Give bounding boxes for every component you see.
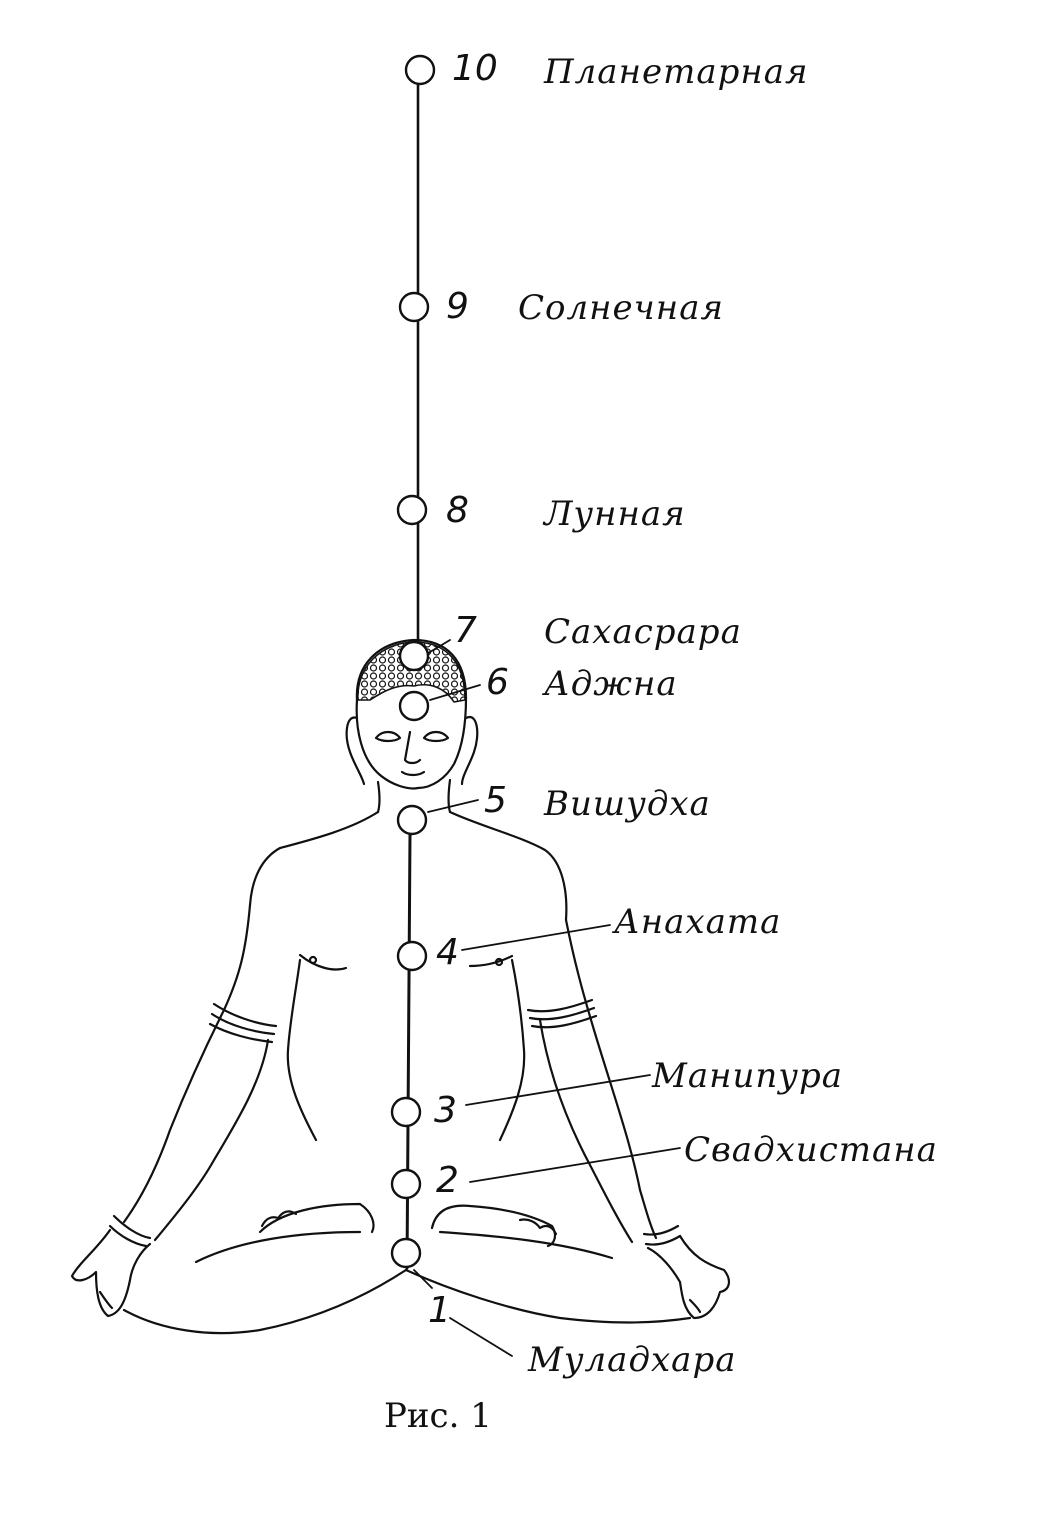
chakra-3-number: 3 (434, 1090, 457, 1131)
chakra-8-label: Лунная (544, 494, 686, 534)
chakra-6-number: 6 (486, 662, 509, 703)
chakra-5-label: Вишудха (544, 784, 711, 824)
chakra-2-node (390, 1168, 422, 1200)
chakra-9-node (398, 291, 430, 323)
chakra-1-number: 1 (428, 1290, 451, 1331)
chakra-1-label: Муладхара (528, 1340, 737, 1380)
chakra-8-number: 8 (446, 490, 469, 531)
chakra-7-node (398, 640, 430, 672)
chakra-5-node (396, 804, 428, 836)
pointer-lines (413, 639, 681, 1357)
chakra-9-number: 9 (446, 286, 469, 327)
chakra-9-label: Солнечная (518, 288, 724, 328)
chakra-8-node (396, 494, 428, 526)
chakra-5-number: 5 (484, 780, 507, 821)
chakra-10-node (404, 54, 436, 86)
chakra-7-label: Сахасрара (544, 612, 742, 652)
figure-head (345, 638, 479, 814)
chakra-6-node (398, 690, 430, 722)
chakra-2-number: 2 (436, 1160, 459, 1201)
chakra-10-label: Планетарная (544, 52, 809, 92)
chakra-1-node (390, 1237, 422, 1269)
chakra-3-label: Манипура (652, 1056, 844, 1096)
chakra-6-label: Аджна (544, 664, 678, 704)
chakra-10-number: 10 (452, 48, 498, 89)
chakra-7-number: 7 (454, 610, 477, 651)
figure-caption: Рис. 1 (384, 1396, 492, 1436)
chakra-4-node (396, 940, 428, 972)
figure-body (70, 810, 730, 1335)
chakra-4-label: Анахата (614, 902, 782, 942)
chakra-4-number: 4 (436, 932, 459, 973)
chakra-3-node (390, 1096, 422, 1128)
chakra-2-label: Свадхистана (684, 1130, 938, 1170)
